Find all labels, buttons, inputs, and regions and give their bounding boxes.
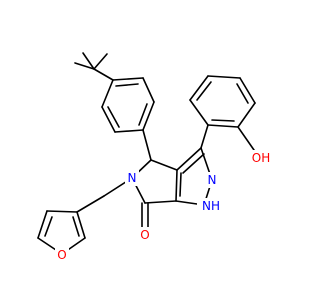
bond: [207, 75, 241, 79]
bond: [237, 126, 255, 151]
atom-label-n-pyrazole: N: [208, 173, 217, 187]
bond: [175, 169, 178, 202]
pyrazole-nh-label: NH: [197, 198, 225, 214]
bond: [112, 77, 144, 81]
hydroxyl-oxygen-label: OH: [247, 150, 273, 166]
bond: [76, 211, 86, 239]
bond: [142, 129, 152, 161]
bond: [138, 103, 148, 126]
bond: [72, 216, 80, 237]
furan-oxygen-label: O: [55, 247, 69, 263]
carbonyl-oxygen-label: O: [138, 227, 152, 243]
bond: [115, 83, 139, 87]
bond: [182, 153, 205, 174]
bond: [239, 77, 256, 104]
bond: [101, 79, 114, 108]
bond: [189, 75, 209, 101]
atom-label-nh: NH: [202, 199, 220, 213]
molecule-diagram: OH N NH N O O: [37, 52, 273, 263]
bond: [237, 102, 256, 128]
bond: [176, 147, 202, 171]
bond: [179, 172, 182, 197]
bond: [76, 195, 105, 213]
bond: [44, 216, 53, 237]
atom-label-n-lactam: N: [128, 171, 137, 185]
bond: [144, 200, 177, 204]
bond: [37, 210, 48, 239]
bond: [93, 53, 108, 70]
bond: [196, 81, 212, 101]
bond: [82, 52, 95, 70]
bond: [142, 77, 155, 103]
bond: [114, 129, 144, 133]
structure-svg: OH N NH N O O: [37, 52, 273, 263]
atom-labels: OH N NH N O O: [55, 150, 273, 263]
bond: [207, 124, 239, 128]
bond: [107, 106, 120, 128]
bond: [150, 159, 178, 171]
bond: [211, 119, 235, 122]
bond: [46, 210, 78, 213]
bond: [93, 68, 114, 81]
bond: [236, 83, 249, 104]
bond: [74, 62, 95, 70]
atom-label-o-furan: O: [57, 248, 66, 262]
bonds: [37, 52, 256, 255]
lactam-nitrogen-label: N: [125, 170, 139, 186]
bond: [189, 99, 209, 126]
bond: [142, 101, 155, 131]
atom-label-oh: OH: [252, 151, 270, 165]
bond: [200, 124, 209, 149]
pyrazole-nitrogen-label: N: [205, 172, 219, 188]
bond: [101, 106, 116, 133]
atom-label-o-carbonyl: O: [140, 228, 149, 242]
